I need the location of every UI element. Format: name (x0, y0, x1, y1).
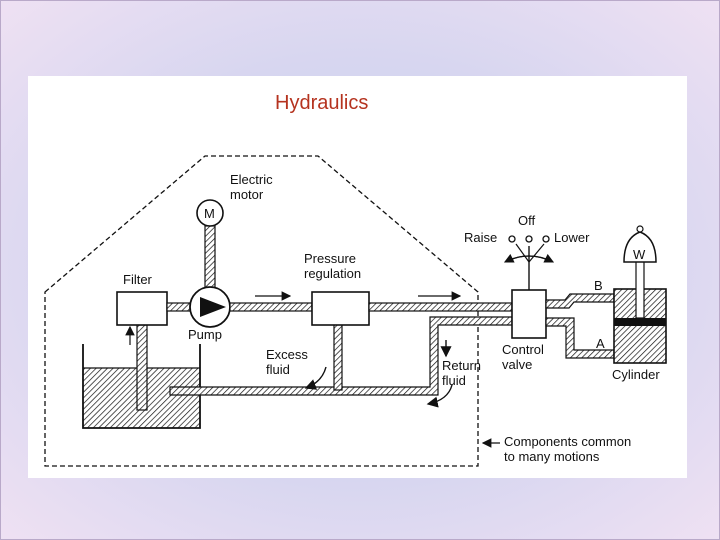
label-port-a: A (596, 336, 605, 351)
pressure-line-1 (229, 302, 313, 312)
excess-fluid-pipe (333, 321, 343, 391)
cylinder (613, 259, 667, 364)
excess-fluid-arrow (304, 366, 327, 390)
label-many-motions: to many motions (504, 449, 600, 464)
label-raise: Raise (464, 230, 497, 245)
label-pump: Pump (188, 327, 222, 342)
label-weight: W (633, 247, 646, 262)
label-valve: valve (502, 357, 532, 372)
line-b (545, 293, 615, 309)
weight (623, 225, 657, 263)
electric-motor (196, 199, 224, 227)
label-pressure: Pressure (304, 251, 356, 266)
label-motor-symbol: M (204, 206, 215, 221)
label-filter: Filter (123, 272, 153, 287)
label-return: Return (442, 358, 481, 373)
filter-box (116, 291, 168, 326)
return-fluid-arrow-2 (426, 384, 453, 408)
label-common: Components common (504, 434, 631, 449)
label-regulation: regulation (304, 266, 361, 281)
suction-pipe (136, 324, 148, 411)
control-valve (511, 289, 547, 339)
label-cylinder: Cylinder (612, 367, 660, 382)
label-motor: motor (230, 187, 264, 202)
label-return-fluid: fluid (442, 373, 466, 388)
label-excess: Excess (266, 347, 308, 362)
pressure-line-2 (368, 302, 513, 312)
pressure-regulator (311, 291, 370, 326)
valve-lever (503, 235, 555, 290)
label-lower: Lower (554, 230, 590, 245)
common-components-boundary (44, 155, 479, 467)
pump (189, 286, 231, 328)
label-off: Off (518, 213, 535, 228)
label-port-b: B (594, 278, 603, 293)
filter-pump-pipe (166, 302, 191, 312)
label-excess-fluid: fluid (266, 362, 290, 377)
motor-shaft (204, 225, 216, 290)
slide-title: Hydraulics (275, 92, 369, 114)
label-electric: Electric (230, 172, 273, 187)
label-control: Control (502, 342, 544, 357)
